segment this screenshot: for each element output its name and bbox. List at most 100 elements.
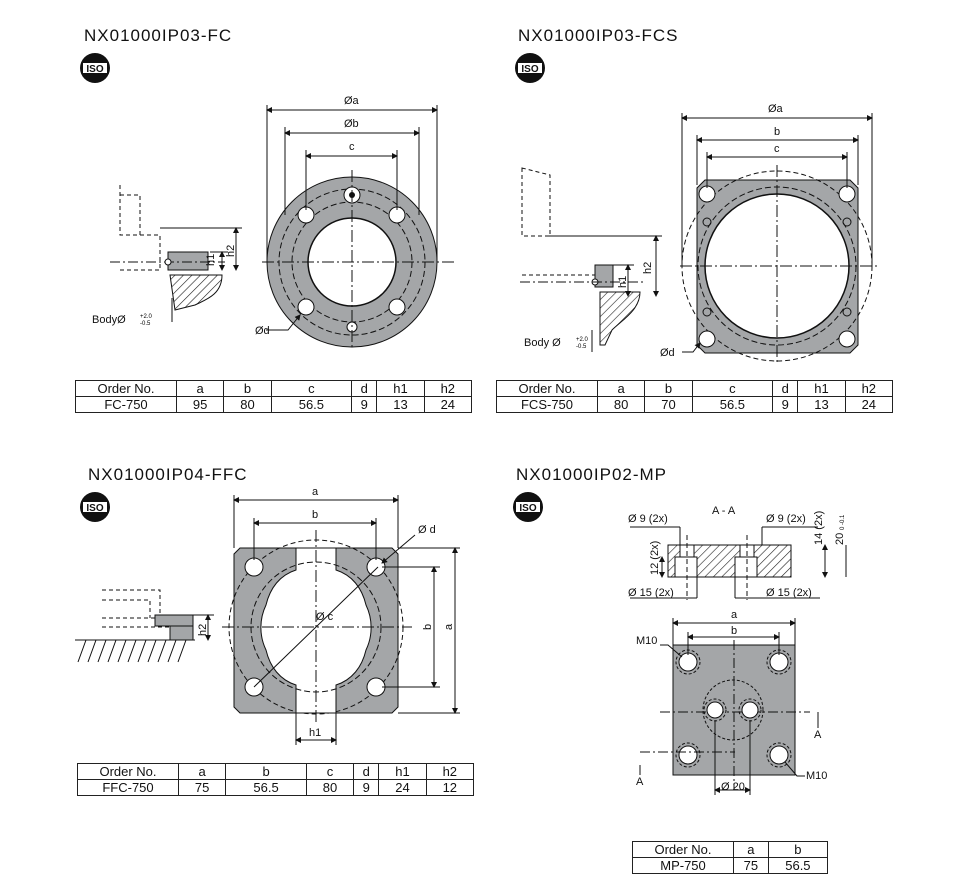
title-mp: NX01000IP02-MP: [516, 465, 668, 484]
table-cell: 70: [644, 396, 693, 413]
fc-body-label: BodyØ: [92, 314, 126, 326]
svg-text:ISO: ISO: [86, 503, 103, 514]
mp-d20-label: Ø 20: [721, 781, 745, 793]
table-header: h1: [378, 763, 427, 780]
mp-m10-bottom: M10: [806, 770, 827, 782]
table-cell: 9: [351, 396, 378, 413]
mp-section-label: A - A: [712, 505, 736, 517]
table-header: a: [177, 763, 227, 780]
table-cell: 56.5: [270, 396, 353, 413]
table-header-row: Order No. a b c d h1 h2: [75, 380, 473, 397]
iso-badge-icon: ISO: [515, 53, 545, 83]
table-header: h2: [423, 380, 473, 397]
table-cell: FCS-750: [496, 396, 598, 413]
fc-tol-up: +2.0: [140, 314, 153, 320]
ffc-side-view: [75, 589, 214, 663]
mp-hole15-left: Ø 15 (2x): [628, 587, 674, 599]
table-header: Order No.: [496, 380, 598, 397]
fcs-h2-label: h2: [642, 262, 654, 274]
fc-b-label: Øb: [344, 118, 359, 130]
table-row: FC-750 95 80 56.5 9 13 24: [75, 396, 473, 413]
table-header: a: [175, 380, 225, 397]
fc-side-view: [110, 185, 242, 322]
table-cell: 13: [376, 396, 425, 413]
table-cell: 13: [797, 396, 846, 413]
fcs-dimensions: [681, 113, 873, 353]
table-header: h1: [797, 380, 846, 397]
table-row: MP-750 75 56.5: [632, 857, 829, 874]
ffc-b-side-label: b: [422, 624, 434, 630]
table-cell: 9: [353, 779, 380, 796]
table-cell: 95: [175, 396, 225, 413]
table-header: d: [353, 763, 380, 780]
table-header-row: Order No. a b c d h1 h2: [77, 763, 475, 780]
table-cell: 24: [844, 396, 894, 413]
svg-text:ISO: ISO: [86, 64, 103, 75]
table-header-row: Order No. a b c d h1 h2: [496, 380, 894, 397]
table-header: Order No.: [632, 841, 734, 858]
svg-text:ISO: ISO: [519, 503, 536, 514]
fcs-b-label: b: [774, 126, 780, 138]
ffc-d-label: Ø d: [418, 524, 436, 536]
table-cell: 80: [596, 396, 646, 413]
fc-c-label: c: [349, 141, 355, 153]
table-cell: 80: [305, 779, 355, 796]
table-header: c: [305, 763, 355, 780]
table-header: b: [644, 380, 693, 397]
mp-h14-label: 14 (2x): [813, 511, 825, 545]
mp-m10-top: M10: [636, 635, 657, 647]
mp-section-view: [630, 526, 847, 600]
table-header: c: [270, 380, 353, 397]
table-cell: FC-750: [75, 396, 177, 413]
fc-order-table: Order No. a b c d h1 h2 FC-750 95 80 56.…: [75, 380, 473, 413]
fcs-a-label: Øa: [768, 103, 784, 115]
iso-badge-icon: ISO: [513, 492, 543, 522]
fcs-c-label: c: [774, 143, 780, 155]
title-fc: NX01000IP03-FC: [84, 26, 233, 45]
table-header: d: [351, 380, 378, 397]
ffc-h2-label: h2: [197, 624, 209, 636]
table-header: c: [691, 380, 774, 397]
mp-h20-tol: 0 -0.1: [840, 514, 846, 530]
table-header: Order No.: [77, 763, 179, 780]
mp-hole9-left: Ø 9 (2x): [628, 513, 668, 525]
fcs-order-table: Order No. a b c d h1 h2 FCS-750 80 70 56…: [496, 380, 894, 413]
mp-hole9-right: Ø 9 (2x): [766, 513, 806, 525]
fc-a-label: Øa: [344, 95, 360, 107]
mp-h20-label: 20: [834, 533, 846, 545]
mp-dimensions: [639, 618, 819, 795]
fcs-side-view: [520, 167, 662, 352]
ffc-h1-label: h1: [309, 727, 321, 739]
table-cell: 24: [378, 779, 427, 796]
table-cell: 9: [772, 396, 799, 413]
table-header: d: [772, 380, 799, 397]
fc-tol-low: -0.5: [140, 321, 151, 327]
table-cell: 12: [425, 779, 475, 796]
fcs-tol-low: -0.5: [576, 344, 587, 350]
mp-a-label: a: [731, 609, 738, 621]
fc-dimensions: [266, 105, 438, 331]
table-cell: 56.5: [225, 779, 307, 796]
table-row: FCS-750 80 70 56.5 9 13 24: [496, 396, 894, 413]
title-fcs: NX01000IP03-FCS: [518, 26, 679, 45]
table-header: b: [223, 380, 272, 397]
ffc-flange: [222, 530, 412, 725]
table-cell: 75: [177, 779, 227, 796]
iso-badge-icon: ISO: [80, 53, 110, 83]
table-cell: 75: [733, 857, 769, 874]
fc-h1-label: h1: [205, 254, 217, 266]
mp-order-table: Order No. a b MP-750 75 56.5: [632, 841, 829, 874]
table-header: h2: [425, 763, 475, 780]
mp-section-mark-right: A: [814, 729, 822, 741]
iso-badge-icon: ISO: [80, 492, 110, 522]
fcs-flange: [680, 165, 880, 365]
table-header: a: [733, 841, 769, 858]
svg-text:ISO: ISO: [521, 64, 538, 75]
table-header: h2: [844, 380, 894, 397]
fcs-body-label: Body Ø: [524, 337, 561, 349]
mp-hole15-right: Ø 15 (2x): [766, 587, 812, 599]
mp-h12-label: 12 (2x): [649, 541, 661, 575]
table-cell: 80: [223, 396, 272, 413]
table-header: b: [767, 841, 829, 858]
table-cell: MP-750: [632, 857, 734, 874]
